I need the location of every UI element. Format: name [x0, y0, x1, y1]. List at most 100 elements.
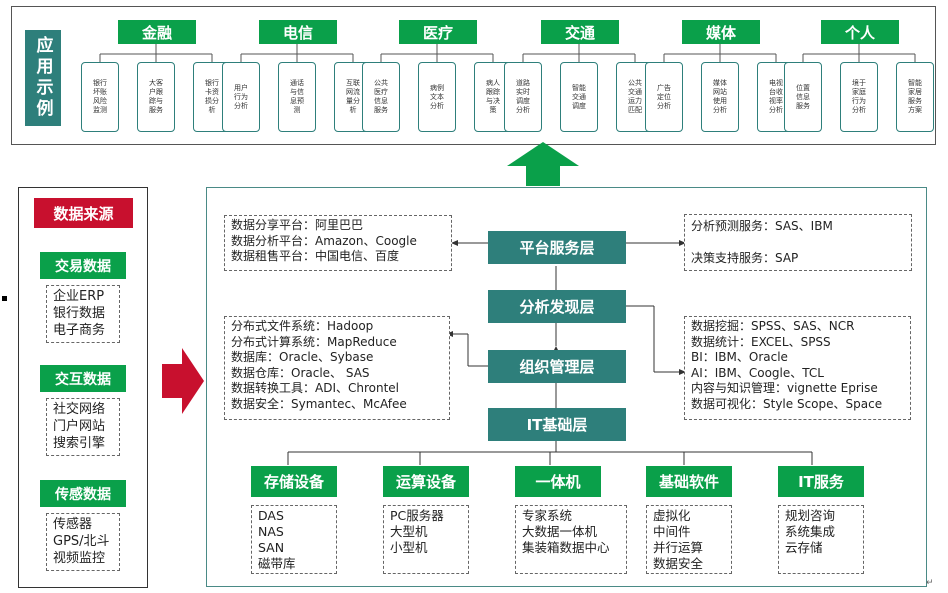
- organize-left-line: 数据转换工具：ADI、Chrontel: [231, 381, 400, 395]
- application-example-card: 通话与信息预测: [278, 62, 316, 132]
- data-source-item: 企业ERP: [53, 289, 105, 304]
- it-item-entry: 并行运算: [653, 540, 704, 555]
- analysis-right-line: 数据统计：EXCEL、SPSS: [691, 334, 831, 349]
- it-item-entry: 小型机: [390, 540, 428, 555]
- it-item-title: 一体机: [515, 466, 601, 497]
- it-item-entry: 系统集成: [785, 524, 836, 539]
- application-section-connector: [663, 44, 777, 62]
- application-section-connector: [99, 44, 213, 62]
- application-example-card: 大客户跟踪与服务: [137, 62, 175, 132]
- organize-left-line: 分布式文件系统：Hadoop: [231, 319, 374, 333]
- it-item-entry: 中间件: [653, 524, 691, 539]
- it-item-entry: 云存储: [785, 540, 823, 555]
- application-example-text: 公共交通运力匹配: [628, 79, 642, 114]
- application-example-text: 媒体网站使用分析: [713, 79, 727, 114]
- organize-left-box: 分布式文件系统：Hadoop 分布式计算系统：MapReduce 数据库：Ora…: [224, 316, 450, 420]
- application-example-card: 道路实时调度分析: [504, 62, 542, 132]
- data-source-item: 传感器: [53, 517, 93, 532]
- application-example-text: 广告定位分析: [657, 83, 671, 110]
- platform-right-line: 分析预测服务：SAS、IBM: [691, 219, 833, 233]
- application-example-card: 公共医疗信息服务: [362, 62, 400, 132]
- application-example-card: 病例文本分析: [418, 62, 456, 132]
- platform-left-box: 数据分享平台：阿里巴巴 数据分析平台：Amazon、Coogle 数据租售平台：…: [224, 215, 452, 271]
- application-example-text: 电视台收视率分析: [769, 79, 783, 114]
- application-example-card: 广告定位分析: [645, 62, 683, 132]
- platform-right-box: 分析预测服务：SAS、IBM 决策支持服务：SAP: [684, 214, 912, 271]
- application-example-card: 智能家居服务方案: [896, 62, 934, 132]
- it-item-list: 虚拟化中间件并行运算数据安全: [646, 505, 732, 574]
- it-item-entry: 集装箱数据中心: [522, 540, 610, 555]
- application-example-card: 智能交通调度: [560, 62, 598, 132]
- data-source-item: 搜索引擎: [53, 436, 106, 451]
- application-example-text: 道路实时调度分析: [516, 79, 530, 114]
- it-item-title: 存储设备: [251, 466, 337, 497]
- application-example-text: 银行坏账风险监测: [93, 79, 107, 114]
- analysis-right-line: 内容与知识管理：vignette Eprise: [691, 381, 878, 395]
- it-item-list: 规划咨询系统集成云存储: [778, 505, 864, 574]
- it-item-list: 专家系统大数据一体机集装箱数据中心: [515, 505, 627, 574]
- application-example-text: 境于家庭行为分析: [852, 79, 866, 114]
- application-example-text: 位置信息服务: [796, 83, 810, 110]
- analysis-right-box: 数据挖掘：SPSS、SAS、NCR 数据统计：EXCEL、SPSS BI：IBM…: [684, 316, 911, 420]
- application-section-connector: [240, 44, 354, 62]
- data-source-item: 电子商务: [53, 323, 106, 338]
- application-section-title: 医疗: [399, 20, 477, 44]
- platform-right-line: 决策支持服务：SAP: [691, 250, 799, 265]
- it-item-title: 运算设备: [383, 466, 469, 497]
- data-source-title: 数据来源: [34, 198, 133, 228]
- data-source-group-list: 社交网络门户网站搜索引擎: [46, 398, 120, 456]
- it-item-entry: 磁带库: [258, 556, 296, 571]
- analysis-discovery-layer: 分析发现层: [488, 290, 626, 323]
- application-example-text: 病例文本分析: [430, 83, 444, 110]
- application-example-text: 大客户跟踪与服务: [149, 79, 163, 114]
- organize-left-line: 数据仓库：Oracle、 SAS: [231, 365, 370, 380]
- application-section-connector: [802, 44, 916, 62]
- application-example-text: 用户行为分析: [234, 83, 248, 110]
- application-section-connector: [522, 44, 636, 62]
- it-item-title: IT服务: [778, 466, 864, 497]
- application-example-text: 智能交通调度: [572, 83, 586, 110]
- it-infrastructure-layer: IT基础层: [488, 408, 626, 441]
- application-section-title: 媒体: [682, 20, 760, 44]
- data-source-item: 社交网络: [53, 402, 106, 417]
- application-section-title: 交通: [541, 20, 619, 44]
- application-example-text: 智能家居服务方案: [908, 79, 922, 114]
- it-item-entry: 规划咨询: [785, 508, 836, 523]
- data-source-item: GPS/北斗: [53, 534, 110, 549]
- it-item-entry: 虚拟化: [653, 508, 691, 523]
- right-arrow-icon: [162, 348, 204, 414]
- it-item-list: PC服务器大型机小型机: [383, 505, 469, 574]
- data-source-panel: [18, 187, 148, 588]
- return-mark-icon: ↵: [926, 578, 934, 588]
- application-example-text: 银行卡资损分析: [205, 79, 219, 114]
- it-item-entry: SAN: [258, 540, 285, 555]
- platform-left-line: 数据分享平台：阿里巴巴: [231, 218, 364, 232]
- application-example-text: 病人跟踪与决策: [486, 79, 500, 114]
- application-example-card: 银行坏账风险监测: [81, 62, 119, 132]
- it-item-entry: 专家系统: [522, 508, 573, 523]
- data-source-group-title: 交易数据: [40, 252, 126, 279]
- architecture-panel: [206, 187, 927, 587]
- organize-left-line: 数据安全：Symantec、McAfee: [231, 396, 407, 411]
- it-item-entry: NAS: [258, 524, 284, 539]
- application-example-card: 境于家庭行为分析: [840, 62, 878, 132]
- organization-management-layer: 组织管理层: [488, 350, 626, 383]
- application-example-text: 互联网流量分析: [346, 79, 360, 114]
- analysis-right-line: 数据挖掘：SPSS、SAS、NCR: [691, 319, 855, 333]
- organize-left-line: 分布式计算系统：MapReduce: [231, 334, 397, 349]
- it-item-title: 基础软件: [646, 466, 732, 497]
- data-source-group-title: 传感数据: [40, 480, 126, 507]
- data-source-group-list: 传感器 GPS/北斗视频监控: [46, 513, 120, 571]
- data-source-item: 视频监控: [53, 551, 106, 566]
- application-panel: [11, 6, 936, 145]
- it-item-entry: DAS: [258, 508, 284, 523]
- platform-left-line: 数据分析平台：Amazon、Coogle: [231, 233, 417, 248]
- organize-left-line: 数据库：Oracle、Sybase: [231, 350, 374, 364]
- application-example-card: 媒体网站使用分析: [701, 62, 739, 132]
- it-item-entry: PC服务器: [390, 508, 444, 523]
- bullet-marker: [2, 296, 7, 301]
- data-source-group-title: 交互数据: [40, 365, 126, 392]
- data-source-item: 门户网站: [53, 419, 106, 434]
